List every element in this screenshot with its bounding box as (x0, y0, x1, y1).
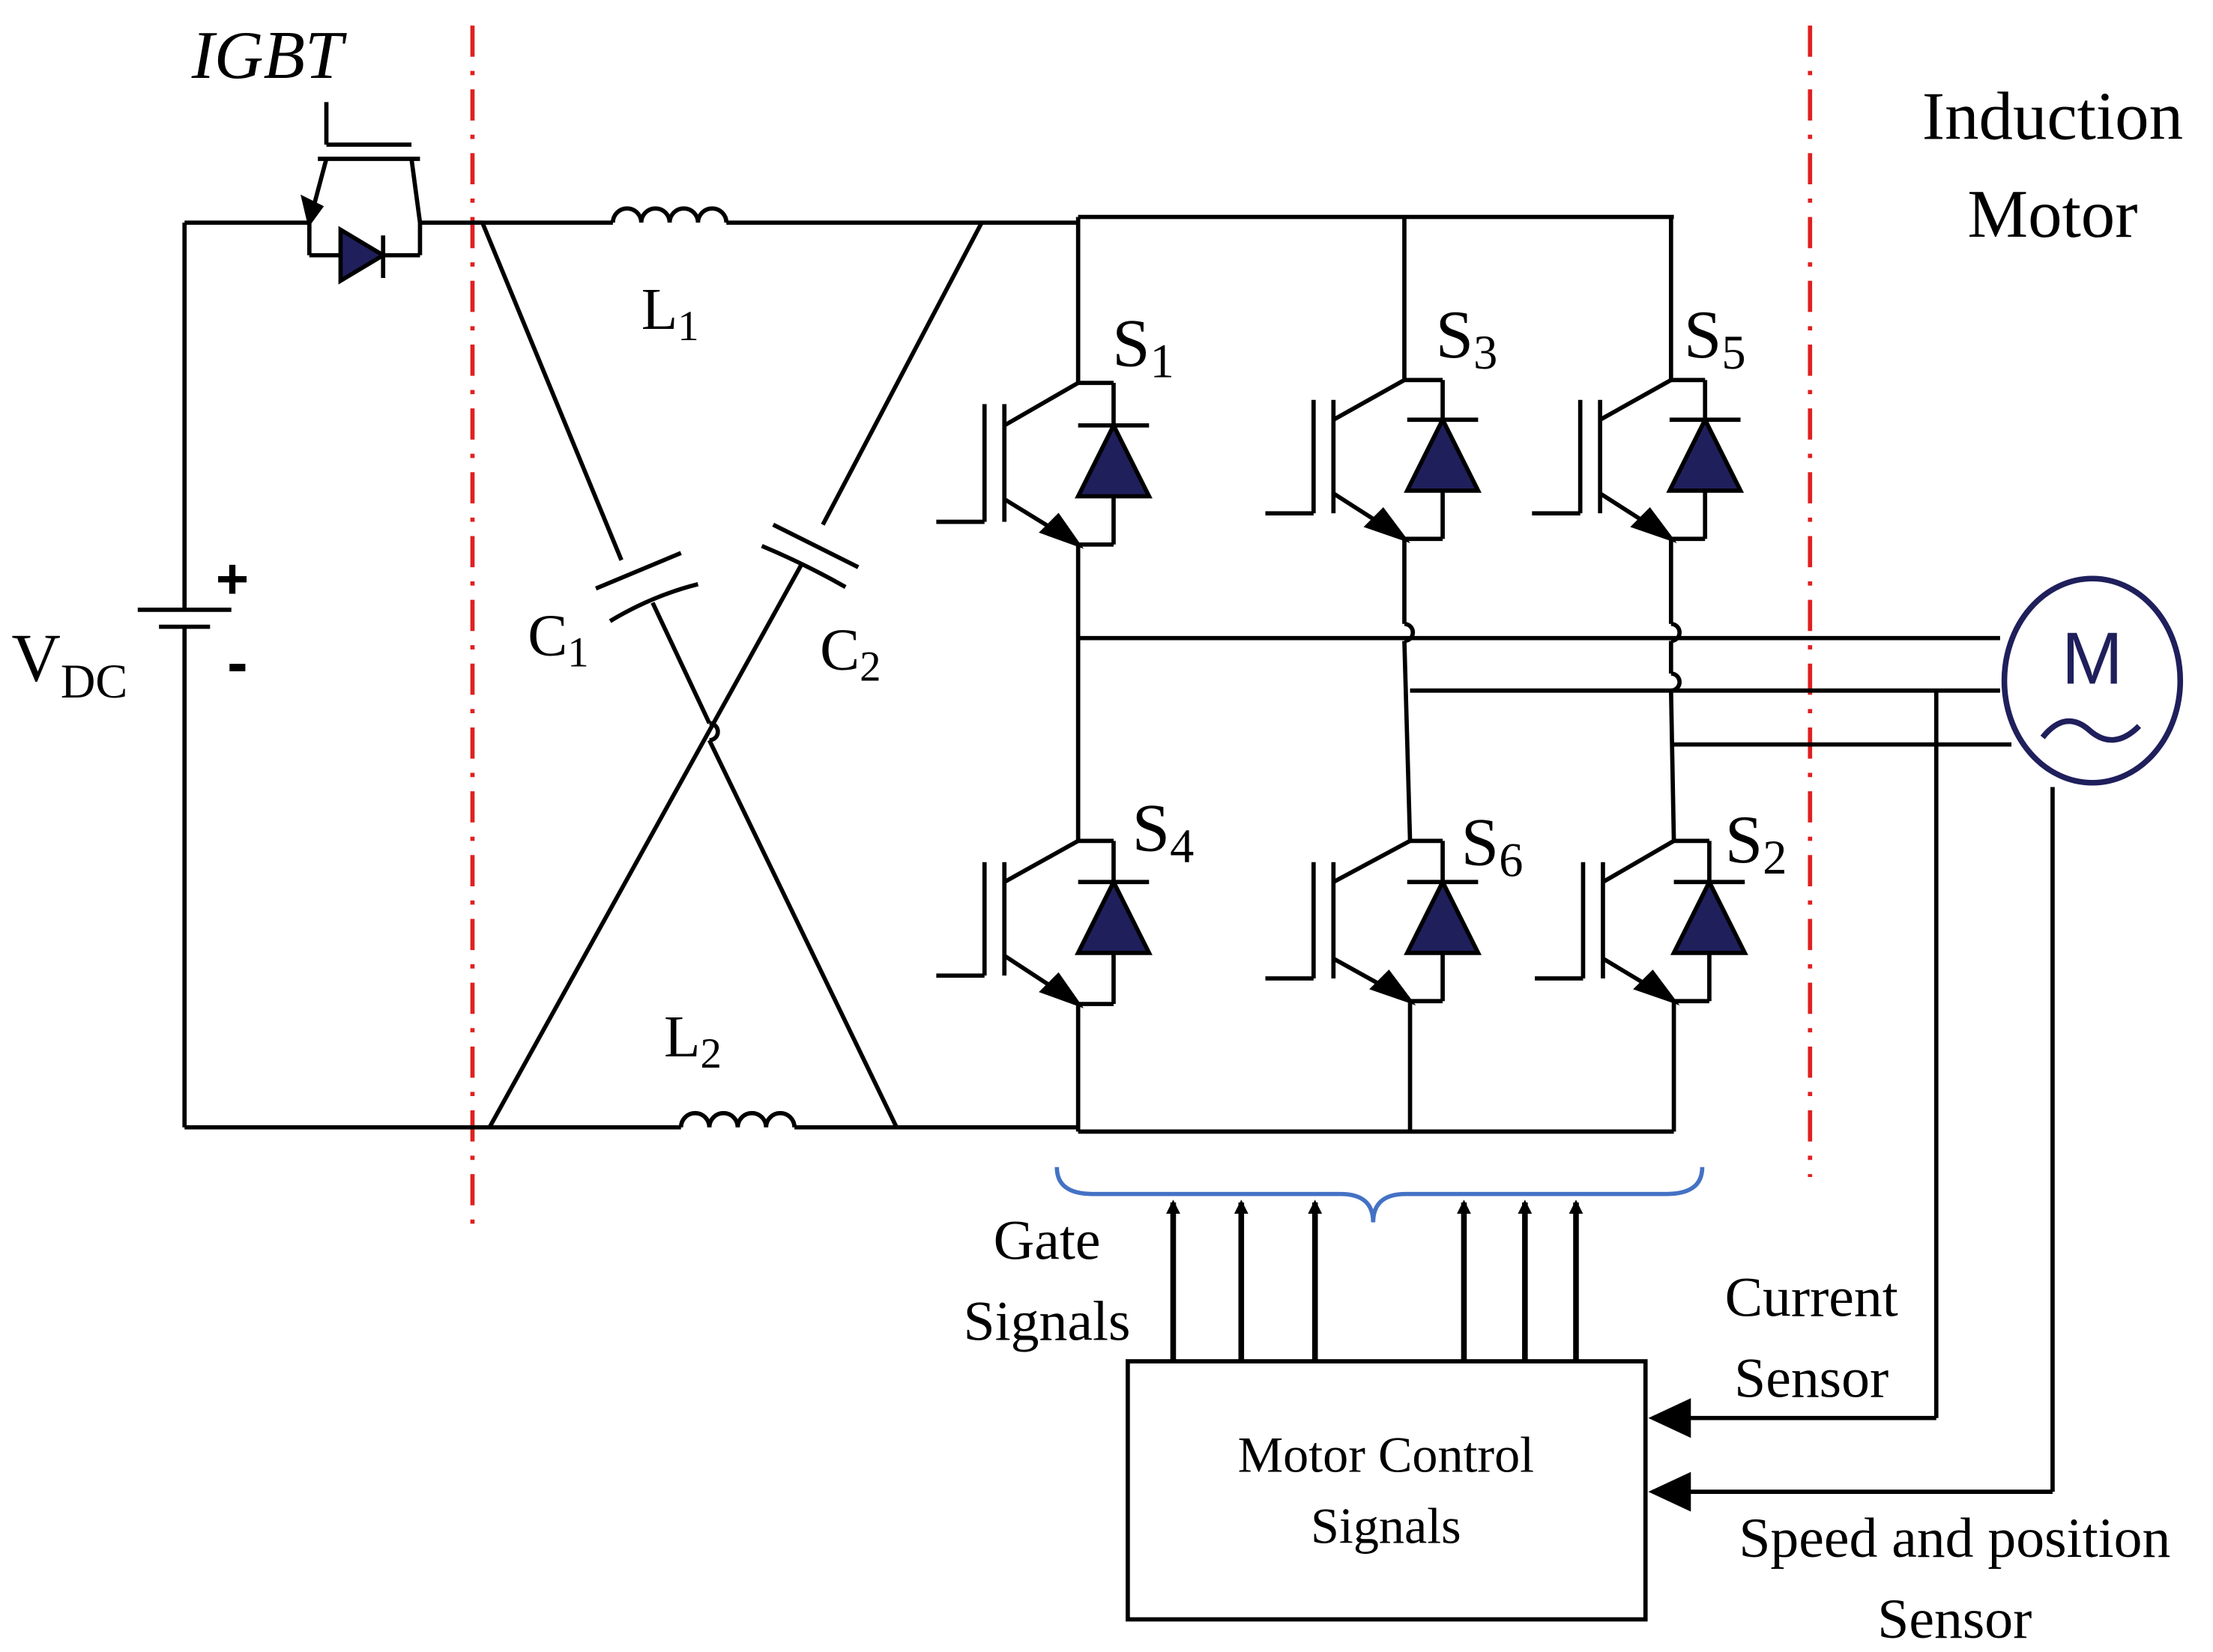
induction-motor (2001, 575, 2184, 786)
s5-label: S5 (1684, 297, 1746, 379)
capacitor-c1-plate-a (595, 551, 682, 591)
speed-sensor-label-1: Speed and position (1739, 1507, 2170, 1570)
current-sensor-label-2: Sensor (1734, 1347, 1889, 1409)
s4-label: S4 (1132, 790, 1195, 873)
switch-s1 (936, 381, 1153, 549)
motor-control-block (1126, 1359, 1648, 1622)
speed-sensor-arrow (1648, 1471, 1691, 1512)
induction-motor-label-2: Motor (1967, 176, 2137, 252)
c2-label: C2 (820, 617, 881, 690)
s1-label: S1 (1112, 305, 1174, 387)
minus-sign: - (227, 627, 248, 697)
gate-signals-label-2: Signals (964, 1291, 1131, 1353)
vdc-label: VDC (11, 620, 127, 708)
motor-control-label-1: Motor Control (1238, 1426, 1535, 1483)
induction-motor-label-1: Induction (1922, 78, 2183, 154)
s2-label: S2 (1725, 802, 1787, 884)
c1-label: C1 (528, 602, 588, 676)
current-sensor-label-1: Current (1725, 1266, 1898, 1328)
igbt-label: IGBT (191, 17, 347, 93)
switch-s5 (1532, 378, 1745, 543)
labels: IGBT Induction Motor VDC + - L1 L2 C1 C2… (11, 17, 2183, 1651)
l1-label: L1 (641, 276, 699, 350)
inductor-l1 (611, 206, 729, 223)
inverter-bridge (1075, 214, 2055, 1494)
speed-sensor-label-2: Sensor (1877, 1588, 2032, 1651)
l2-label: L2 (664, 1004, 722, 1077)
switch-s2 (1535, 838, 1748, 1005)
s6-label: S6 (1461, 805, 1524, 887)
motor-symbol-label: M (2062, 617, 2123, 699)
capacitor-c2-plate-a (772, 522, 860, 569)
capacitor-c2-plate-b (761, 544, 847, 590)
input-igbt (301, 102, 483, 285)
switch-s3 (1265, 378, 1482, 543)
inductor-l2 (678, 1111, 797, 1128)
section-dividers (470, 25, 1813, 1234)
dc-source (137, 220, 681, 1130)
gate-brace (1054, 1167, 1705, 1223)
impedance-network (472, 206, 1078, 1130)
plus-sign: + (216, 548, 249, 611)
s3-label: S3 (1436, 297, 1498, 379)
switch-s6 (1265, 838, 1482, 1005)
gate-signals-label-1: Gate (994, 1210, 1101, 1272)
input-igbt-arrow (301, 194, 324, 228)
gate-signal-arrows (1165, 1199, 1583, 1361)
capacitor-c1-plate-b (609, 582, 699, 623)
input-diode (338, 226, 387, 285)
ac-wave-icon (2040, 718, 2142, 743)
current-sensor-arrow (1648, 1398, 1691, 1438)
switch-s4 (936, 838, 1153, 1008)
motor-control-label-2: Signals (1311, 1497, 1461, 1554)
